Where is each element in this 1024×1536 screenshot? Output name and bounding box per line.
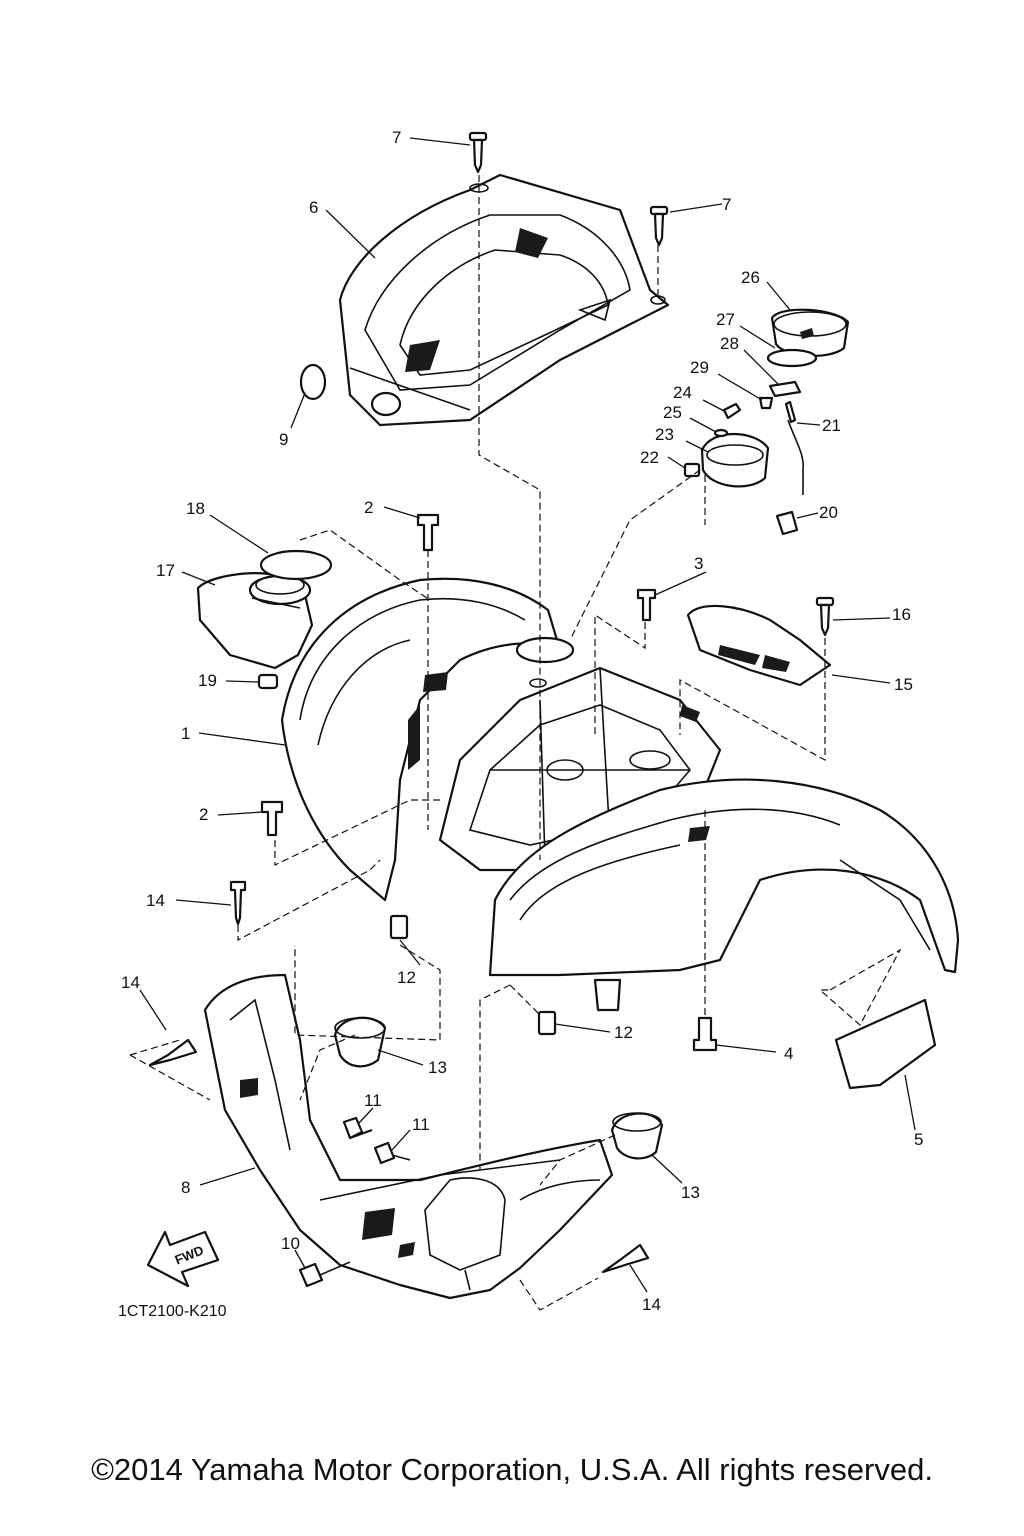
part-24-screw (722, 402, 742, 420)
callout-14-a: 14 (146, 891, 165, 910)
part-2-bolt-lower (260, 800, 284, 837)
part-11-bolt-b-shank (391, 1154, 411, 1161)
callout-21: 21 (822, 416, 841, 435)
part-22-nut (683, 462, 701, 478)
callout-10: 10 (281, 1234, 300, 1253)
callout-12-left: 12 (397, 968, 416, 987)
part-26-fuel-cap (770, 308, 850, 357)
drawing-code: 1CT2100-K210 (118, 1303, 227, 1320)
part-20-tether-clip (775, 510, 799, 536)
callout-16: 16 (892, 605, 911, 624)
part-9-emblem (299, 363, 327, 401)
part-16-screw (815, 596, 835, 637)
callout-20: 20 (819, 503, 838, 522)
callout-6: 6 (309, 198, 318, 217)
part-15-side-panel (686, 604, 832, 687)
callout-15: 15 (894, 675, 913, 694)
part-29-fastener (758, 396, 774, 410)
callout-7-right: 7 (722, 195, 731, 214)
part-10-bolt (298, 1262, 324, 1288)
part-25-washer (713, 428, 729, 438)
assembly-lines (129, 175, 902, 1311)
part-18-ring (259, 549, 333, 581)
part-11-bolt-b (373, 1141, 396, 1165)
part-6-top-cover (338, 173, 670, 427)
part-3-bolt (636, 588, 657, 622)
part-17-tank (196, 572, 314, 670)
part-12-clip-left (389, 914, 409, 940)
part-7-screw-right (649, 205, 669, 247)
part-10-bolt-shank (319, 1261, 351, 1276)
part-8-front-guard (203, 973, 614, 1300)
callout-28: 28 (720, 334, 739, 353)
part-23-cap-base (700, 432, 770, 488)
callout-14-c: 14 (642, 1295, 661, 1314)
callout-3: 3 (694, 554, 703, 573)
callout-22: 22 (640, 448, 659, 467)
callout-8: 8 (181, 1178, 190, 1197)
part-13-boot-left (333, 1016, 387, 1068)
part-13-boot-right (610, 1112, 664, 1160)
callout-23: 23 (655, 425, 674, 444)
callout-2-upper: 2 (364, 498, 373, 517)
callout-11-a: 11 (364, 1091, 382, 1110)
callout-14-b: 14 (121, 973, 140, 992)
callout-1: 1 (181, 724, 190, 743)
copyright-notice: ©2014 Yamaha Motor Corporation, U.S.A. A… (91, 1452, 933, 1487)
part-12-clip-right (537, 1010, 557, 1036)
callout-24: 24 (673, 383, 692, 402)
part-21-tether (787, 419, 805, 495)
callout-19: 19 (198, 671, 217, 690)
callout-27: 27 (716, 310, 735, 329)
part-14-rivet-c (601, 1243, 650, 1274)
callout-17: 17 (156, 561, 175, 580)
part-4-bolt (692, 1016, 718, 1052)
part-14-rivet-a (229, 880, 247, 926)
callout-13-right: 13 (681, 1183, 700, 1202)
callout-12-right: 12 (614, 1023, 633, 1042)
part-27-gasket (766, 348, 818, 368)
callout-2-lower: 2 (199, 805, 208, 824)
part-11-bolt-a (342, 1116, 373, 1140)
callout-26: 26 (741, 268, 760, 287)
fwd-arrow-icon: FWD (146, 1230, 220, 1288)
callout-numbers: 7 7 6 9 26 27 28 29 24 25 23 22 21 20 18… (121, 128, 923, 1314)
part-19-grommet (257, 673, 279, 690)
rear-fender (488, 778, 960, 1012)
callout-4: 4 (784, 1044, 793, 1063)
part-7-screw-top (468, 131, 488, 174)
callout-29: 29 (690, 358, 709, 377)
callout-5: 5 (914, 1130, 923, 1149)
callout-13-left: 13 (428, 1058, 447, 1077)
part-2-bolt-upper (416, 513, 440, 552)
part-14-rivet-b (148, 1038, 198, 1067)
leader-lines (139, 137, 916, 1293)
callout-25: 25 (663, 403, 682, 422)
part-5-plate (834, 998, 937, 1090)
callout-18: 18 (186, 499, 205, 518)
callout-7-top: 7 (392, 128, 401, 147)
callout-11-b: 11 (412, 1115, 430, 1134)
parts-diagram: FWD (118, 128, 960, 1320)
callout-9: 9 (279, 430, 288, 449)
part-21-pin (784, 400, 797, 424)
part-28-plate (768, 380, 802, 398)
part-1-front-fender (280, 577, 575, 902)
